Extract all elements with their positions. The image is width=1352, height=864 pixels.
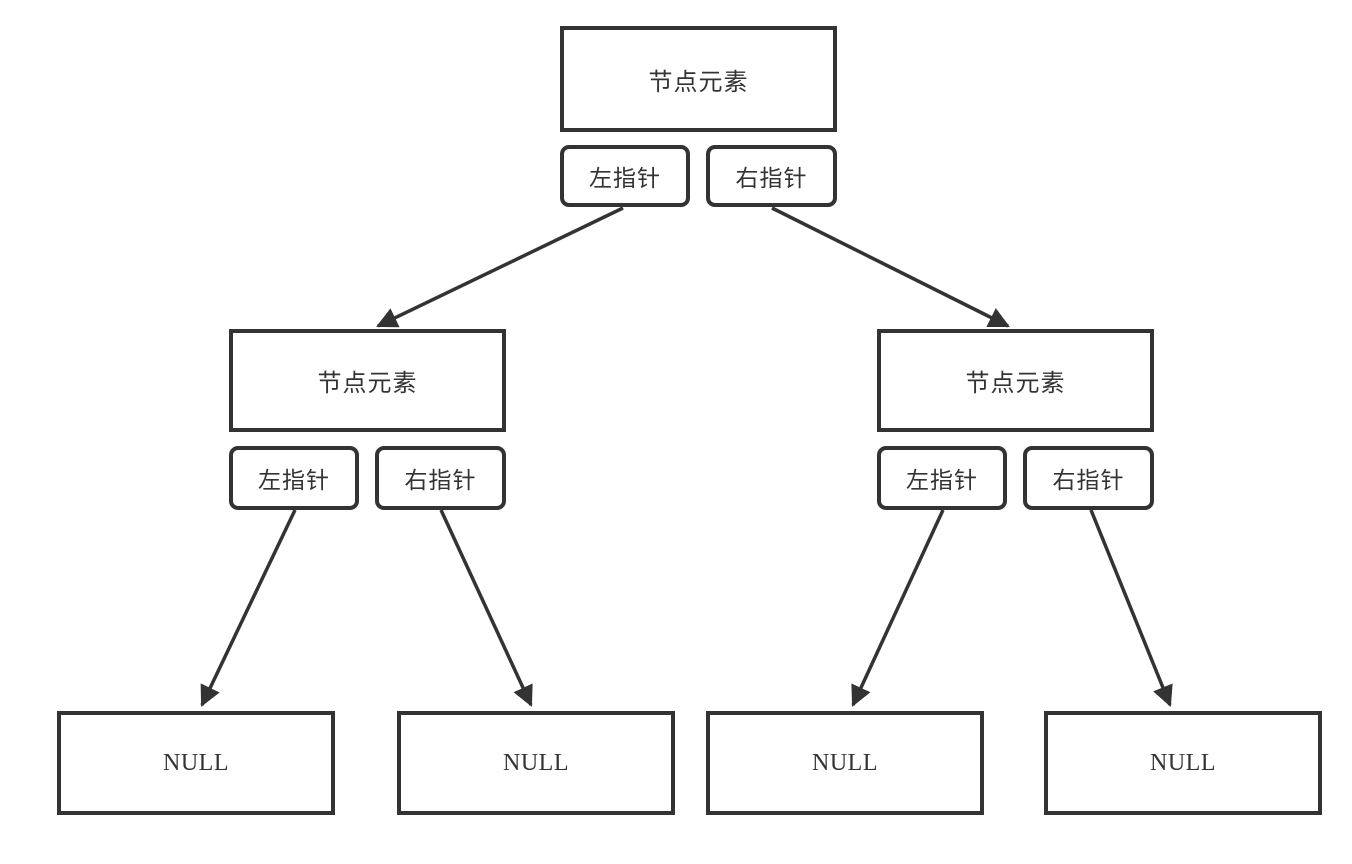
- left-child-right-pointer-box: 右指针: [375, 446, 506, 510]
- null-label-4: NULL: [1150, 749, 1216, 776]
- root-right-pointer-box: 右指针: [706, 145, 837, 207]
- root-left-pointer-box: 左指针: [560, 145, 690, 207]
- arrow-left-child-left-to-null-1: [200, 509, 297, 707]
- arrow-root-right-to-right-child: [771, 206, 1010, 328]
- arrow-right-child-right-to-null-4: [1089, 509, 1173, 707]
- right-child-node-element-label: 节点元素: [965, 371, 1066, 397]
- arrow-left-child-right-to-null-2: [439, 509, 533, 707]
- root-node-element-box: 节点元素: [560, 26, 837, 132]
- null-box-4: NULL: [1044, 711, 1322, 815]
- right-child-right-pointer-box: 右指针: [1023, 446, 1154, 510]
- null-label-3: NULL: [812, 749, 878, 776]
- right-child-left-pointer-label: 左指针: [906, 468, 978, 493]
- null-label-2: NULL: [503, 749, 569, 776]
- left-child-node-element-box: 节点元素: [229, 329, 506, 432]
- null-label-1: NULL: [163, 749, 229, 776]
- null-box-3: NULL: [706, 711, 984, 815]
- right-child-right-pointer-label: 右指针: [1052, 468, 1125, 493]
- arrow-root-left-to-left-child: [376, 206, 624, 328]
- left-child-left-pointer-label: 左指针: [258, 468, 330, 493]
- root-node-element-label: 节点元素: [648, 69, 749, 96]
- left-child-left-pointer-box: 左指针: [229, 446, 359, 510]
- arrow-right-child-left-to-null-3: [851, 509, 945, 707]
- root-left-pointer-label: 左指针: [589, 166, 661, 191]
- right-child-left-pointer-box: 左指针: [877, 446, 1007, 510]
- left-child-node-element-label: 节点元素: [317, 371, 418, 397]
- root-right-pointer-label: 右指针: [735, 166, 808, 191]
- right-child-node-element-box: 节点元素: [877, 329, 1154, 432]
- null-box-2: NULL: [397, 711, 675, 815]
- left-child-right-pointer-label: 右指针: [404, 468, 477, 493]
- null-box-1: NULL: [57, 711, 335, 815]
